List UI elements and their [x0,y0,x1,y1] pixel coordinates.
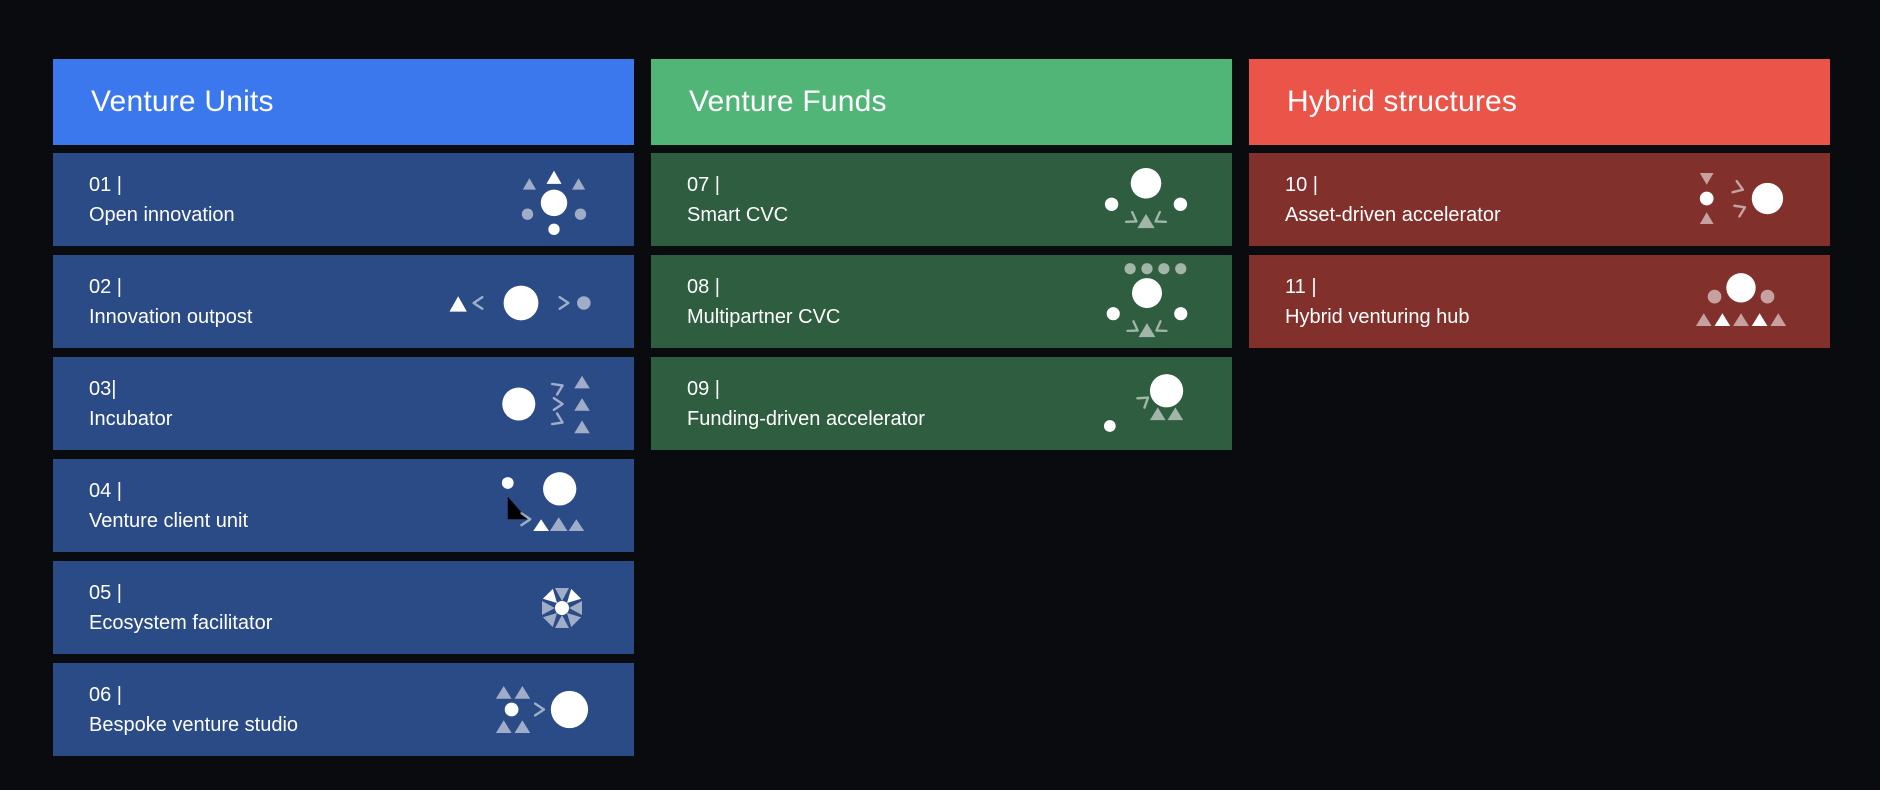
structure-card: 04 | Venture client unit [53,459,634,552]
card-text: 03| Incubator [89,374,172,434]
card-title: Incubator [89,407,173,430]
column-items: 10 | Asset-driven accelerator 11 | Hybri… [1249,153,1830,348]
structure-card: 02 | Innovation outpost [53,255,634,348]
card-title: Asset-driven accelerator [1285,203,1501,226]
card-text: 09 | Funding-driven accelerator [687,374,925,434]
card-number: 09 | [687,377,720,400]
card-text: 02 | Innovation outpost [89,272,252,332]
card-number: 06 | [89,683,122,706]
venture-studio-merge-icon [490,680,594,739]
venture-client-elbow-icon [496,470,594,541]
card-text: 11 | Hybrid venturing hub [1285,272,1470,332]
card-number: 03| [89,377,117,400]
ecosystem-burst-icon [530,576,594,640]
card-number: 10 | [1285,173,1318,196]
card-title: Bespoke venture studio [89,713,299,736]
column-hybrid-structures: Hybrid structures 10 | Asset-driven acce… [1249,59,1830,756]
structure-card: 07 | Smart CVC [651,153,1232,246]
card-title: Multipartner CVC [687,305,841,328]
card-title: Venture client unit [89,509,248,532]
structure-card: 08 | Multipartner CVC [651,255,1232,348]
column-items: 01 | Open innovation 02 | Innovation out… [53,153,634,756]
structure-card: 10 | Asset-driven accelerator [1249,153,1830,246]
open-innovation-sun-icon [514,165,594,235]
card-number: 01 | [89,173,122,196]
column-venture-funds: Venture Funds 07 | Smart CVC 08 | Multip… [651,59,1232,756]
card-text: 07 | Smart CVC [687,170,788,230]
funding-accelerator-icon [1102,372,1192,435]
card-text: 10 | Asset-driven accelerator [1285,170,1501,230]
column-header: Venture Units [53,59,634,145]
column-title: Hybrid structures [1287,85,1518,118]
structure-card: 01 | Open innovation [53,153,634,246]
card-number: 08 | [687,275,720,298]
incubator-fan-icon [500,368,594,440]
column-header: Hybrid structures [1249,59,1830,145]
column-venture-units: Venture Units 01 | Open innovation 02 | … [53,59,634,756]
card-text: 04 | Venture client unit [89,476,248,536]
card-title: Smart CVC [687,203,789,226]
smart-cvc-converge-icon [1100,167,1192,232]
card-number: 02 | [89,275,122,298]
structure-card: 05 | Ecosystem facilitator [53,561,634,654]
card-number: 11 | [1285,275,1317,298]
structure-card: 03| Incubator [53,357,634,450]
card-title: Funding-driven accelerator [687,407,925,430]
card-number: 07 | [687,173,720,196]
venture-structures-board: Venture Units 01 | Open innovation 02 | … [53,59,1830,756]
card-title: Open innovation [89,203,235,226]
multipartner-cvc-icon [1102,262,1192,341]
card-number: 04 | [89,479,122,502]
structure-card: 09 | Funding-driven accelerator [651,357,1232,450]
hybrid-hub-icon [1692,272,1790,331]
column-title: Venture Units [91,85,274,118]
column-title: Venture Funds [689,85,887,118]
card-text: 01 | Open innovation [89,170,235,230]
structure-card: 11 | Hybrid venturing hub [1249,255,1830,348]
column-header: Venture Funds [651,59,1232,145]
card-number: 05 | [89,581,122,604]
card-title: Innovation outpost [89,305,253,328]
card-title: Hybrid venturing hub [1285,305,1470,328]
asset-accelerator-icon [1692,168,1790,231]
card-text: 06 | Bespoke venture studio [89,680,298,740]
card-text: 08 | Multipartner CVC [687,272,840,332]
card-text: 05 | Ecosystem facilitator [89,578,272,638]
column-items: 07 | Smart CVC 08 | Multipartner CVC 09 … [651,153,1232,450]
innovation-outpost-flow-icon [448,273,594,331]
card-title: Ecosystem facilitator [89,611,273,634]
structure-card: 06 | Bespoke venture studio [53,663,634,756]
